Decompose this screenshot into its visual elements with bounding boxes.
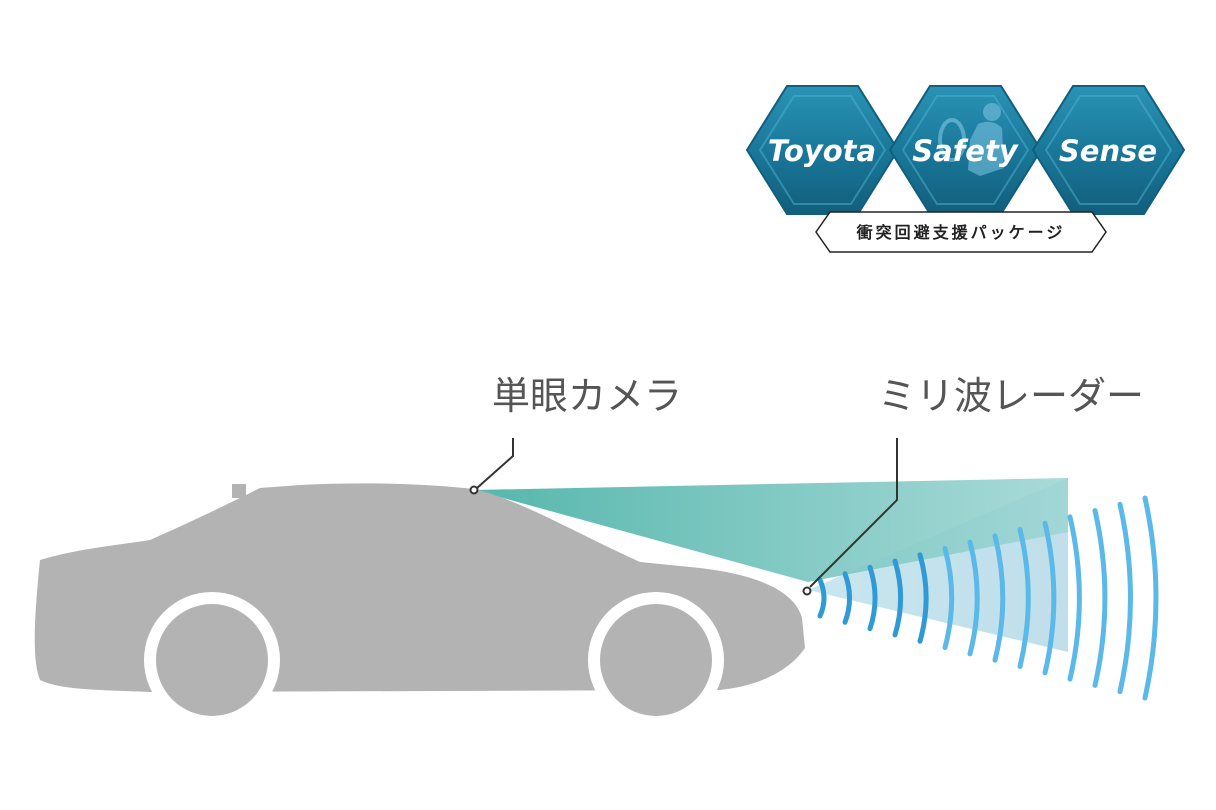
radar-wave-arc xyxy=(917,552,929,644)
radar-wave-arc xyxy=(1142,495,1159,701)
radar-wave-arc xyxy=(892,558,904,638)
logo-tagline: 衝突回避支援パッケージ xyxy=(856,223,1066,242)
radar-wave-arc xyxy=(817,577,827,619)
logo-hex-safety: Safety xyxy=(888,85,1043,215)
radar-waves xyxy=(817,495,1159,701)
front-wheel xyxy=(600,604,712,716)
camera-leader-line xyxy=(469,438,514,495)
radar-wave-arc xyxy=(1092,508,1108,688)
radar-wave-arc xyxy=(867,564,878,632)
logo-tagline-banner: 衝突回避支援パッケージ xyxy=(815,211,1107,253)
logo-word-safety: Safety xyxy=(912,134,1019,168)
logo-word-sense: Sense xyxy=(1059,134,1157,168)
radar-wave-arc xyxy=(1017,527,1031,669)
radar-wave-arc xyxy=(1067,514,1082,682)
logo-hex-toyota: Toyota xyxy=(745,85,900,215)
radar-wave-arc xyxy=(992,533,1006,663)
radar-wave-arc xyxy=(942,545,955,651)
logo-word-toyota: Toyota xyxy=(768,134,876,168)
radar-wave-arc xyxy=(967,539,980,657)
radar-wave-arc xyxy=(1117,501,1133,695)
logo-hex-sense: Sense xyxy=(1031,85,1186,215)
radar-wave-arc xyxy=(1042,520,1057,676)
toyota-safety-sense-logo: Toyota Safety Sense 衝突回避支援パッケージ xyxy=(745,85,1186,253)
radar-leader-line xyxy=(802,438,898,596)
radar-label: ミリ波レーダー xyxy=(878,374,1144,418)
driver-silhouette-icon xyxy=(938,103,1004,176)
car-silhouette xyxy=(34,483,805,752)
camera-label: 単眼カメラ xyxy=(492,374,682,418)
radar-wave-arc xyxy=(842,571,853,625)
rear-wheel xyxy=(156,604,268,716)
